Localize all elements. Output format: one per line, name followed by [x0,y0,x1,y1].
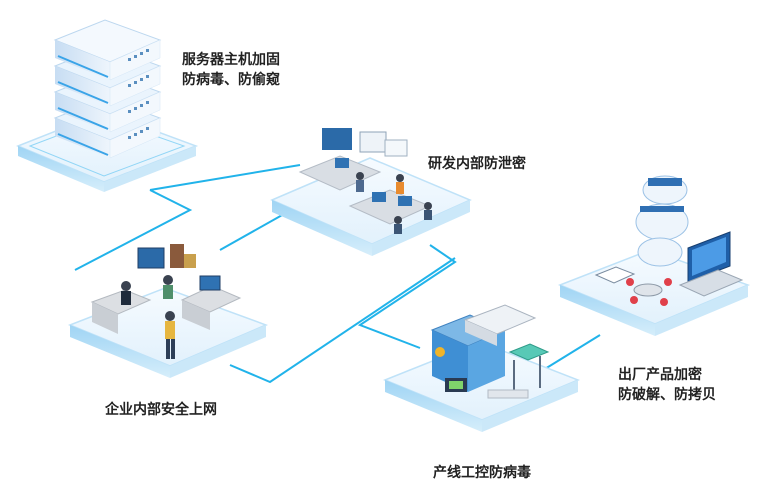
server-stack-icon [53,19,162,159]
connector-factory-product [539,334,601,373]
server-node-label: 服务器主机加固 防病毒、防偷窥 [182,50,280,90]
product-label-line1: 出厂产品加密 [618,367,702,383]
connector-rnd-factory [357,244,457,349]
robot-drone-laptop-icon [594,175,744,306]
product-node [557,175,751,336]
factory-node [383,304,581,432]
server-label-line1: 服务器主机加固 [182,52,280,68]
office-desks-icon [298,128,432,234]
office-node-label: 企业内部安全上网 [105,402,217,418]
connector-server-office [74,189,193,271]
product-node-label: 出厂产品加密 防破解、防拷贝 [618,365,716,405]
connector-server-rnd [149,164,301,191]
server-node [16,19,199,192]
workstation-icon [90,244,242,359]
server-label-line2: 防病毒、防偷窥 [182,72,280,88]
industrial-machine-icon [430,304,550,399]
factory-node-label: 产线工控防病毒 [433,465,531,481]
connector-lines [74,164,601,384]
rnd-node [270,128,472,256]
office-node [67,244,269,378]
rnd-node-label: 研发内部防泄密 [428,156,526,172]
connector-office-factory [229,257,456,384]
product-label-line2: 防破解、防拷贝 [618,387,716,403]
